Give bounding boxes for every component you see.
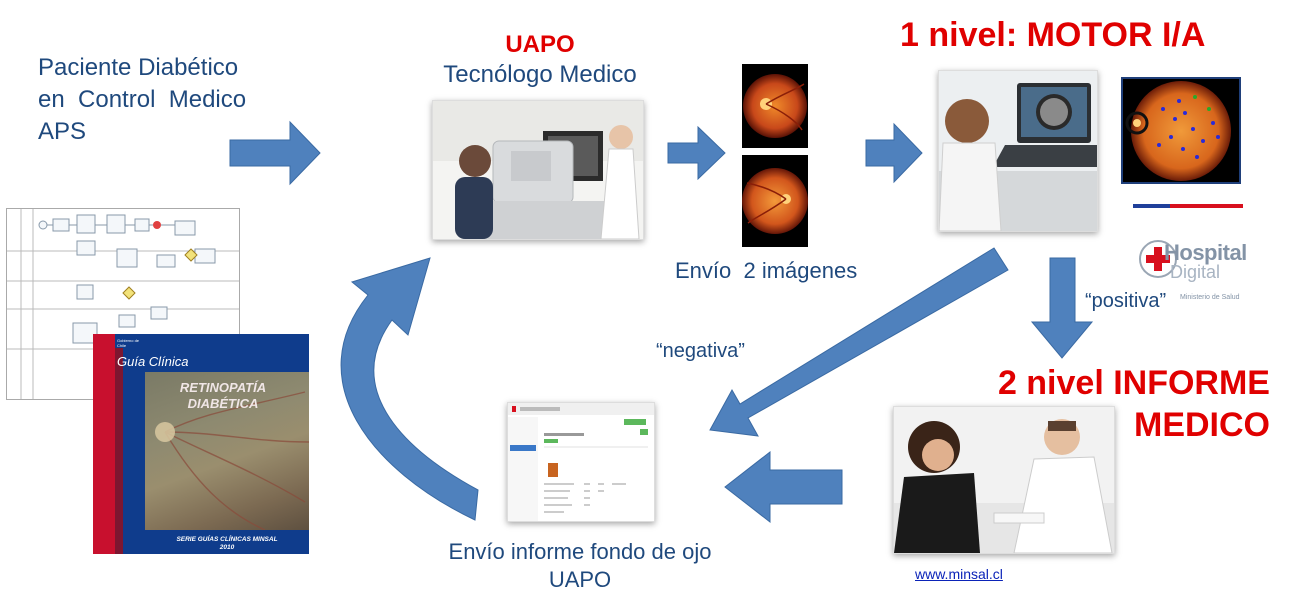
hospital-digital-logo: Hospital Digital Ministerio de Salud (1138, 228, 1250, 306)
uapo-subtitle: Tecnólogo Medico (443, 61, 637, 88)
uapo-title: UAPO (505, 31, 575, 58)
fundus-image-1 (742, 64, 808, 148)
guide-year: 2010 (219, 544, 235, 551)
patient-line-1: Paciente Diabético (38, 54, 239, 81)
guide-footer: SERIE GUÍAS CLÍNICAS MINSAL 2010 (145, 536, 309, 552)
positiva-label: “positiva” (1085, 290, 1167, 312)
nivel2-line-2: MEDICO (1134, 406, 1270, 444)
hospital-word: Hospital (1164, 240, 1247, 265)
arrow-right-1 (229, 120, 321, 186)
nivel1-title: 1 nivel: MOTOR I/A (900, 16, 1206, 54)
arrow-left-report (724, 450, 843, 524)
nivel2-line-1: 2 nivel INFORME (997, 364, 1270, 402)
flag-stripe-red (1170, 204, 1243, 208)
fundus-image-2 (742, 155, 808, 247)
guide-dark-spine (115, 334, 123, 554)
patient-line-3: APS (38, 118, 87, 145)
envio-informe-label: Envío informe fondo de ojo UAPO (400, 538, 760, 594)
envio-informe-line-1: Envío informe fondo de ojo (448, 539, 712, 564)
ai-laptop-photo (938, 70, 1098, 232)
envio-informe-line-2: UAPO (548, 567, 612, 592)
uapo-header: UAPO Tecnólogo Medico (420, 30, 660, 90)
envio-imagenes-label: Envío 2 imágenes (675, 258, 858, 283)
guide-gobierno-text: Gobierno de Chile (117, 338, 140, 348)
hospital-cross-icon (1139, 240, 1177, 278)
arrow-curved-return (340, 257, 479, 521)
ai-fundus-analysis (1121, 77, 1241, 184)
digital-word: Digital (1170, 262, 1221, 282)
clinical-guide-cover: Gobierno de Chile Guía Clínica RETINOPAT… (93, 334, 310, 554)
guide-topic-line-2: DIABÉTICA (187, 396, 259, 411)
guide-gobierno-box: Gobierno de Chile (115, 334, 145, 348)
guide-topic: RETINOPATÍA DIABÉTICA (163, 380, 283, 412)
medical-consult-photo (893, 406, 1115, 554)
ministry-word: Ministerio de Salud (1180, 294, 1240, 301)
arrow-right-2 (667, 125, 726, 181)
guide-title: Guía Clínica (117, 354, 189, 369)
guide-topic-line-1: RETINOPATÍA (179, 380, 267, 395)
guide-fundus-background (145, 372, 310, 531)
report-screenshot (507, 402, 655, 522)
minsal-link[interactable]: www.minsal.cl (915, 566, 1003, 582)
nivel2-title: 2 nivel INFORME MEDICO (960, 362, 1270, 446)
arrow-down-positiva (1030, 257, 1094, 359)
guide-serie: SERIE GUÍAS CLÍNICAS MINSAL (176, 536, 278, 543)
arrow-right-3 (865, 122, 923, 184)
patient-label: Paciente Diabético en Control Medico APS (38, 52, 246, 148)
uapo-camera-photo (432, 100, 644, 240)
patient-line-2: en Control Medico (38, 86, 247, 113)
guide-red-spine (93, 334, 115, 554)
arrow-diagonal-negativa (709, 247, 1009, 437)
negativa-label: “negativa” (656, 340, 745, 362)
